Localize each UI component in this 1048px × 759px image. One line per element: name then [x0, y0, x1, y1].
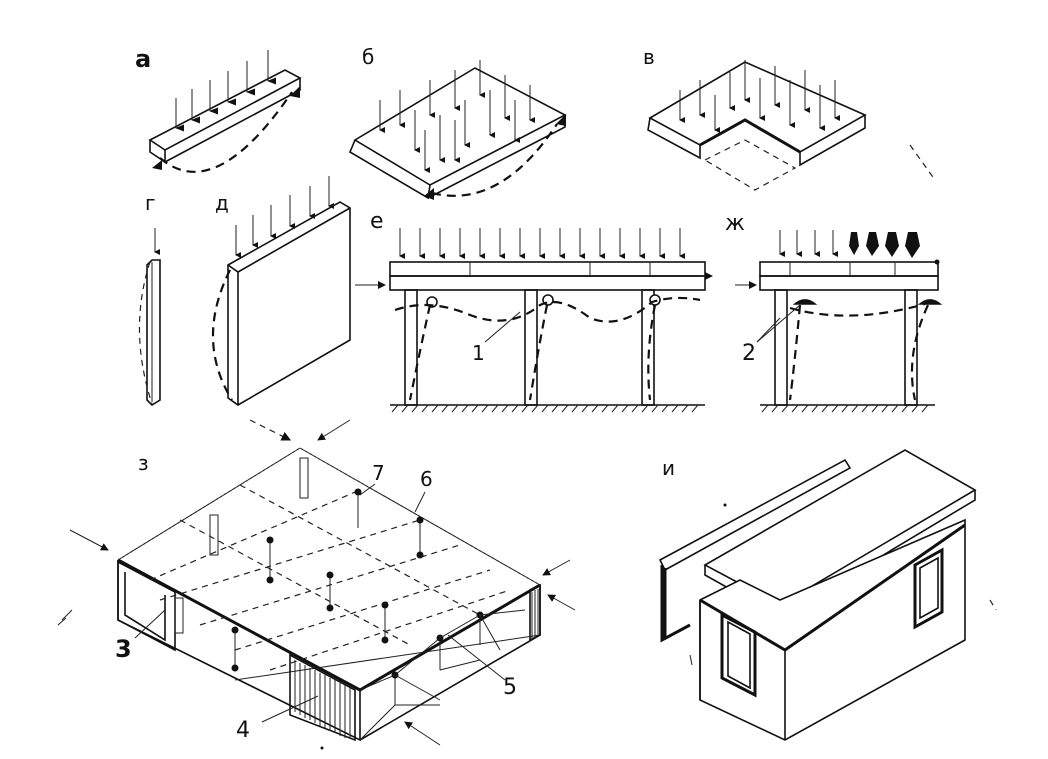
diagram-d-wall-panel: д [211, 176, 351, 406]
label-d: д [215, 191, 229, 215]
diagram-i-volume-block: и [320, 449, 997, 750]
label-v: в [643, 45, 655, 69]
diagram-z-spatial-system: з [57, 419, 576, 746]
label-g: г [145, 191, 156, 215]
frame-load-arrows [399, 228, 685, 259]
callout-6: 6 [420, 467, 433, 491]
callout-7: 7 [372, 461, 385, 485]
callout-5: 5 [503, 675, 517, 700]
callout-4: 4 [236, 718, 250, 743]
diagram-e-frame: е 1 [355, 209, 713, 413]
internal-columns [174, 457, 484, 705]
wall-load-arrows [235, 176, 334, 258]
callout-1: 1 [472, 341, 485, 365]
label-b: б [362, 45, 374, 69]
diagram-v-slab-corner: в [643, 45, 936, 191]
label-zh: ж [725, 211, 745, 236]
label-a: а [135, 45, 151, 73]
callout-3: 3 [115, 635, 132, 663]
diagram-a-beam: а [135, 45, 302, 173]
corner-slab-load-arrows [679, 60, 840, 133]
label-e: е [370, 209, 384, 234]
slab-load-arrows [379, 60, 535, 173]
beam-load-arrows [175, 50, 276, 132]
frame-graded-load-arrows [779, 230, 920, 258]
diagram-zh-frame: ж 2 [725, 211, 943, 413]
label-z: з [138, 451, 149, 475]
label-i: и [662, 456, 675, 480]
diagram-b-slab: б [348, 45, 567, 200]
diagram-g-column: г [138, 191, 161, 407]
callout-2: 2 [742, 341, 756, 366]
